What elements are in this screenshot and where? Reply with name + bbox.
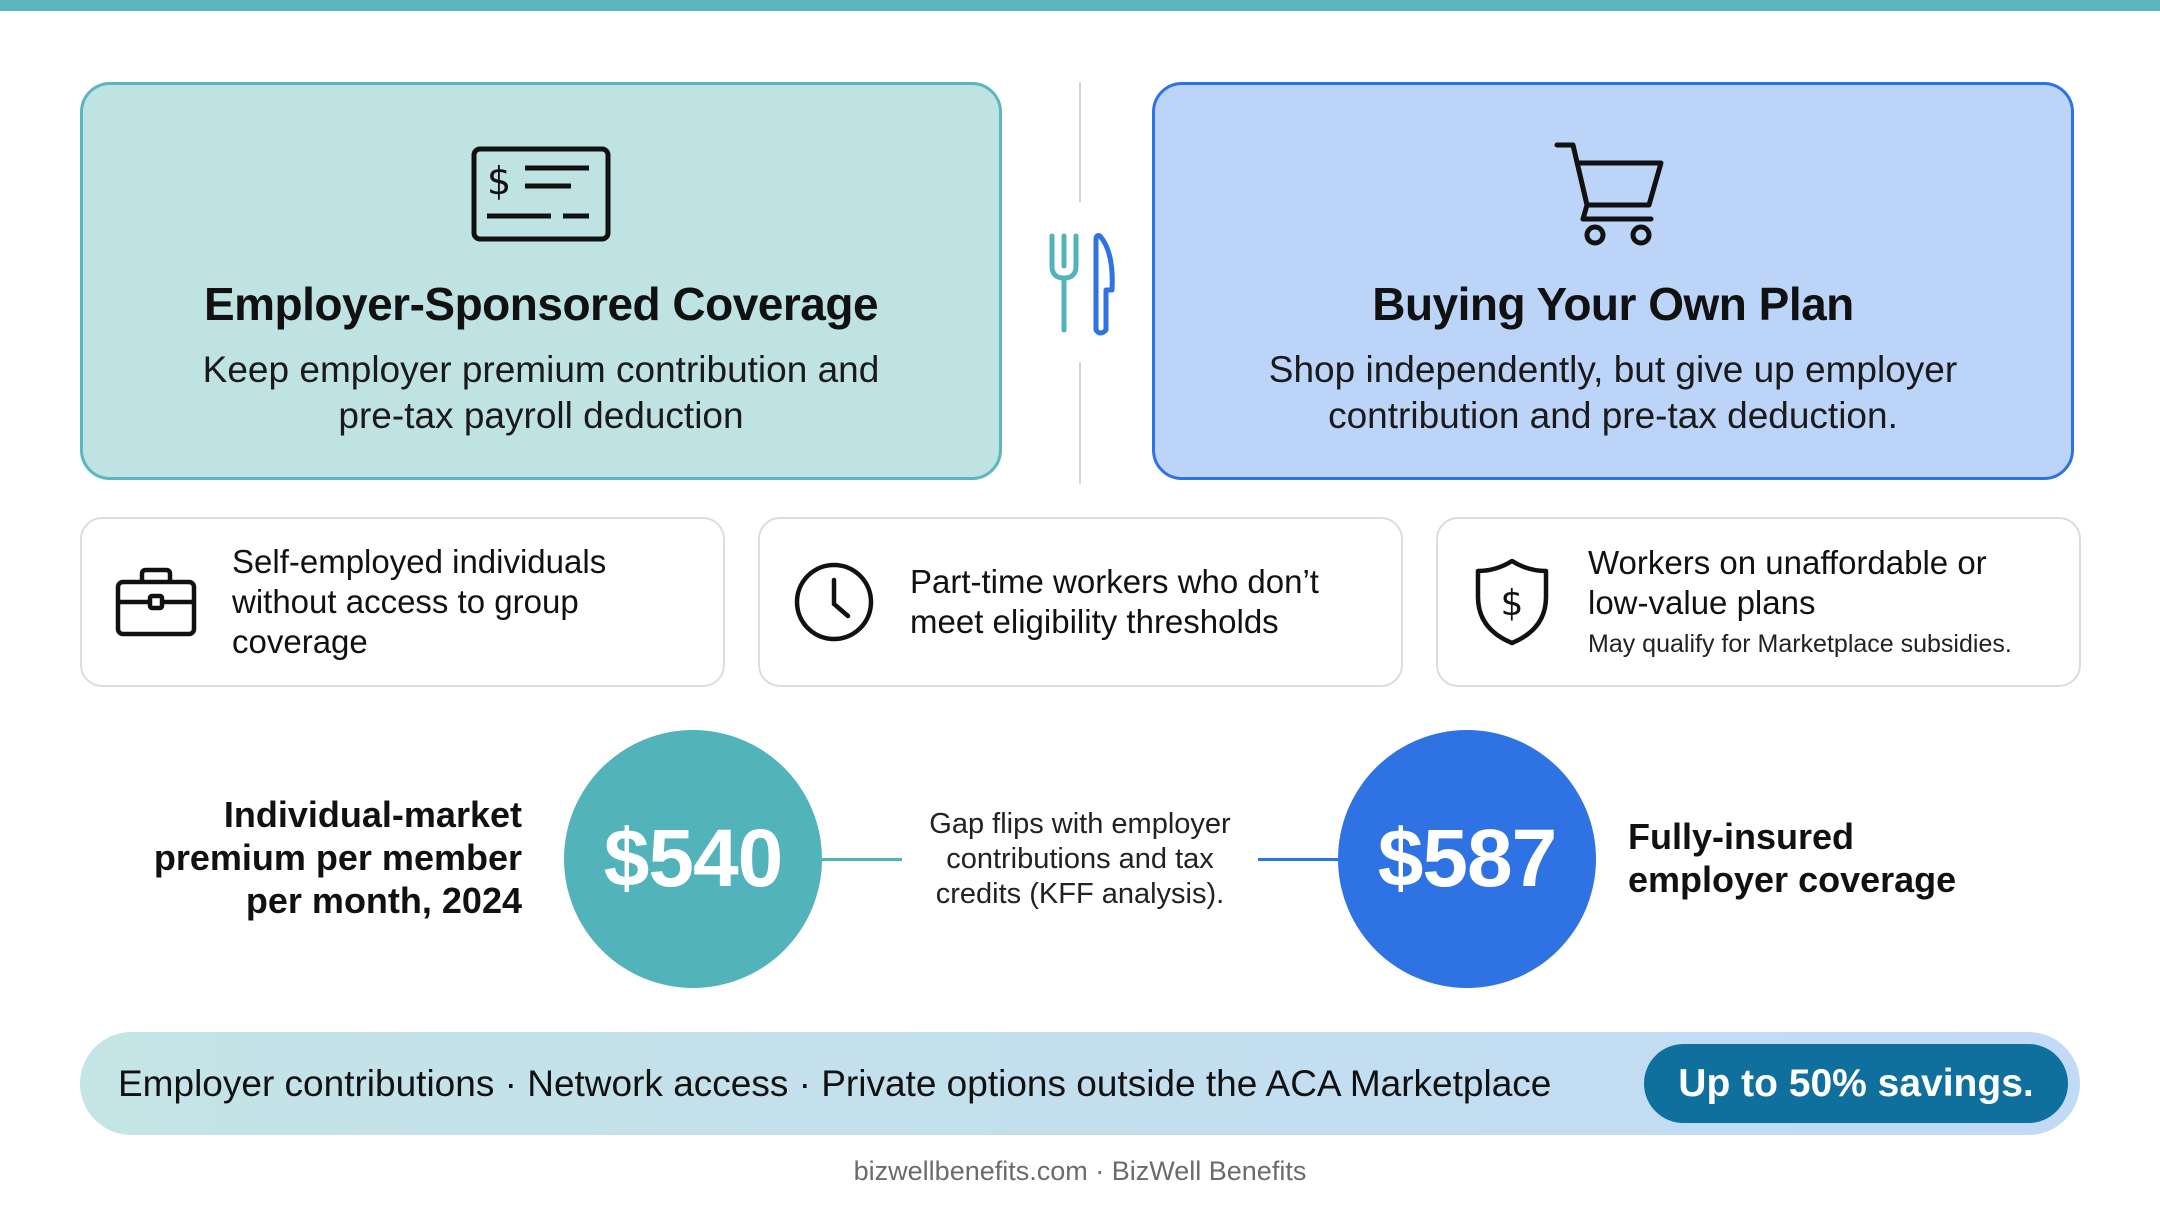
employer-premium-value: $587 [1377, 813, 1557, 904]
audience-3-note: May qualify for Marketplace subsidies. [1588, 630, 2012, 658]
audience-2-line-1: Part-time workers who don’t [910, 563, 1319, 600]
audience-card-self-employed: Self-employed individuals without access… [80, 517, 725, 687]
audience-3-line-2: low-value plans [1588, 584, 1816, 621]
audience-2-line-2: meet eligibility thresholds [910, 603, 1279, 640]
audience-title: Workers on unaffordable or low-value pla… [1588, 543, 2012, 623]
svg-text:$: $ [487, 159, 511, 203]
fork-knife-icon [1040, 230, 1120, 340]
right-label-line-2: employer coverage [1628, 859, 1957, 900]
individual-premium-circle: $540 [564, 730, 822, 988]
divider-line-top [1079, 82, 1081, 202]
audience-card-part-time: Part-time workers who don’t meet eligibi… [758, 517, 1403, 687]
own-plan-desc-line-2: contribution and pre-tax deduction. [1328, 395, 1898, 436]
audience-1-line-2: without access to group [232, 583, 579, 620]
employer-desc-line-1: Keep employer premium contribution and [202, 349, 880, 390]
gap-note-line-1: Gap flips with employer [929, 808, 1231, 840]
left-label-line-2: premium per member [153, 837, 522, 878]
savings-pill: Up to 50% savings. [1644, 1044, 2068, 1123]
own-plan-desc-line-1: Shop independently, but give up employer [1268, 349, 1958, 390]
own-plan-card-title: Buying Your Own Plan [1372, 278, 1854, 330]
right-label-line-1: Fully-insured [1628, 816, 1855, 857]
clock-icon [788, 556, 880, 648]
employer-sponsored-card: $ Employer-Sponsored Coverage Keep emplo… [80, 82, 1002, 480]
briefcase-icon [110, 556, 202, 648]
footer-credit: bizwellbenefits.com · BizWell Benefits [853, 1156, 1307, 1186]
employer-premium-circle: $587 [1338, 730, 1596, 988]
audience-1-line-3: coverage [232, 623, 368, 660]
shopping-cart-icon [1553, 139, 1673, 249]
banner-text: Employer contributions · Network access … [118, 1063, 1552, 1104]
left-label-line-3: per month, 2024 [245, 880, 522, 921]
individual-premium-value: $540 [603, 813, 783, 904]
employer-desc-line-2: pre-tax payroll deduction [338, 395, 744, 436]
own-plan-card-description: Shop independently, but give up employer… [1269, 347, 1957, 439]
audience-title: Part-time workers who don’t meet eligibi… [910, 562, 1319, 642]
audience-3-line-1: Workers on unaffordable or [1588, 544, 1987, 581]
gap-note-line-2: contributions and tax [946, 843, 1214, 875]
check-dollar-icon: $ [471, 139, 611, 249]
audience-1-line-1: Self-employed individuals [232, 543, 607, 580]
connector-line-left [822, 858, 902, 861]
employer-card-title: Employer-Sponsored Coverage [203, 278, 879, 330]
audience-title: Self-employed individuals without access… [232, 542, 606, 662]
own-plan-card: Buying Your Own Plan Shop independently,… [1152, 82, 2074, 480]
employer-coverage-label: Fully-insured employer coverage [1628, 815, 2048, 901]
divider-line-bottom [1079, 362, 1081, 484]
gap-note: Gap flips with employer contributions an… [905, 807, 1255, 912]
gap-note-line-3: credits (KFF analysis). [935, 878, 1225, 910]
benefits-banner: Employer contributions · Network access … [80, 1032, 2080, 1135]
left-label-line-1: Individual-market [223, 794, 522, 835]
audience-card-unaffordable-plans: $ Workers on unaffordable or low-value p… [1436, 517, 2081, 687]
svg-text:$: $ [1501, 583, 1524, 624]
top-accent-bar [0, 0, 2160, 11]
shield-dollar-icon: $ [1466, 556, 1558, 648]
connector-line-right [1258, 858, 1338, 861]
individual-market-label: Individual-market premium per member per… [120, 793, 522, 922]
employer-card-description: Keep employer premium contribution and p… [203, 347, 880, 439]
